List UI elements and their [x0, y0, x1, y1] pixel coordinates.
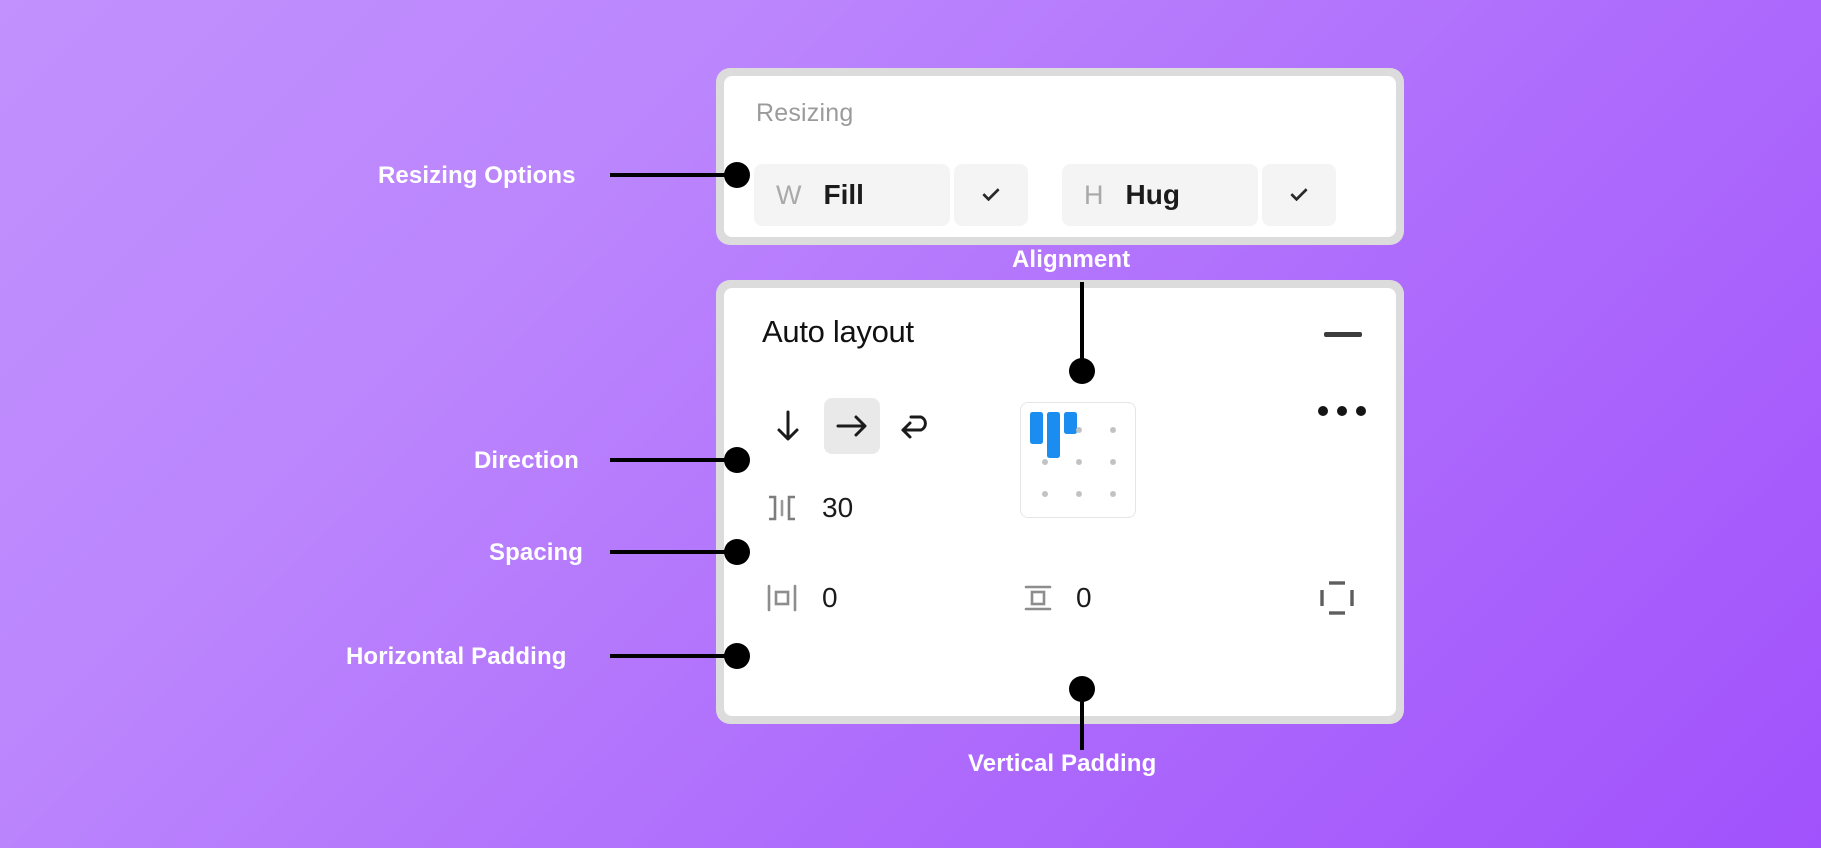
- ellipsis-icon: [1337, 406, 1347, 416]
- annotation-dot-direction: [724, 447, 750, 473]
- spacing-control-row[interactable]: 30: [760, 488, 853, 528]
- individual-padding-button[interactable]: [1314, 576, 1360, 620]
- minus-icon[interactable]: [1324, 332, 1362, 337]
- annotation-dot-spacing: [724, 539, 750, 565]
- spacing-value: 30: [822, 492, 854, 523]
- direction-wrap-button[interactable]: [888, 398, 944, 454]
- direction-horizontal-button[interactable]: [824, 398, 880, 454]
- vertical-padding-value: 0: [1076, 582, 1092, 613]
- wrap-arrow-icon: [901, 415, 927, 439]
- height-control-group: H Hug: [1062, 164, 1336, 226]
- resizing-section-label: Resizing: [756, 99, 854, 127]
- resizing-controls-row: W Fill H Hug: [754, 164, 1336, 226]
- annotation-label-resizing-options: Resizing Options: [378, 162, 576, 189]
- chevron-down-icon: [1290, 183, 1308, 202]
- annotation-label-horizontal-padding: Horizontal Padding: [346, 643, 567, 670]
- annotation-label-alignment: Alignment: [1012, 246, 1131, 273]
- annotation-label-spacing: Spacing: [489, 539, 584, 566]
- height-field[interactable]: H Hug: [1062, 164, 1258, 226]
- vertical-padding-control[interactable]: 0: [1016, 578, 1092, 618]
- height-dropdown-button[interactable]: [1262, 164, 1336, 226]
- direction-control-row: [760, 398, 944, 454]
- alignment-dot[interactable]: [1042, 491, 1048, 497]
- annotation-label-vertical-padding: Vertical Padding: [968, 750, 1157, 777]
- individual-padding-icon: [1320, 581, 1354, 615]
- ellipsis-icon: [1318, 406, 1328, 416]
- annotation-dot-horizontal-padding: [724, 643, 750, 669]
- height-dim-label: H: [1084, 179, 1104, 210]
- width-dim-label: W: [776, 179, 802, 210]
- vertical-padding-icon: [1016, 578, 1060, 618]
- direction-vertical-button[interactable]: [760, 398, 816, 454]
- width-field[interactable]: W Fill: [754, 164, 950, 226]
- annotation-leader-line: [610, 654, 735, 658]
- annotation-dot-resizing-options: [724, 162, 750, 188]
- annotation-leader-line: [610, 550, 735, 554]
- width-dropdown-button[interactable]: [954, 164, 1028, 226]
- resizing-panel: Resizing W Fill H Hug: [716, 68, 1404, 245]
- horizontal-padding-icon: [760, 578, 804, 618]
- horizontal-padding-value: 0: [822, 582, 838, 613]
- alignment-grid-widget[interactable]: [1020, 402, 1136, 518]
- annotation-leader-line: [610, 458, 735, 462]
- annotation-leader-line: [1080, 690, 1084, 750]
- more-options-button[interactable]: [1318, 406, 1366, 416]
- arrow-right-icon: [836, 415, 867, 437]
- chevron-down-icon: [982, 183, 1000, 202]
- horizontal-padding-control[interactable]: 0: [760, 578, 838, 618]
- alignment-dot[interactable]: [1076, 427, 1082, 433]
- annotation-leader-line: [610, 173, 735, 177]
- alignment-dot[interactable]: [1110, 459, 1116, 465]
- alignment-bar: [1064, 412, 1077, 434]
- height-value: Hug: [1125, 179, 1180, 210]
- arrow-down-icon: [777, 410, 799, 441]
- alignment-dot[interactable]: [1110, 491, 1116, 497]
- annotation-leader-line: [1080, 282, 1084, 366]
- alignment-dot[interactable]: [1076, 459, 1082, 465]
- alignment-dot[interactable]: [1110, 427, 1116, 433]
- alignment-dot[interactable]: [1076, 491, 1082, 497]
- alignment-dot[interactable]: [1042, 459, 1048, 465]
- alignment-bar: [1030, 412, 1043, 444]
- panel-title: Auto layout: [762, 314, 914, 349]
- annotation-label-direction: Direction: [474, 447, 579, 474]
- ellipsis-icon: [1356, 406, 1366, 416]
- width-control-group: W Fill: [754, 164, 1028, 226]
- gap-spacing-icon: [760, 488, 804, 528]
- width-value: Fill: [823, 179, 864, 210]
- alignment-bar: [1047, 412, 1060, 458]
- resizing-panel-inner: Resizing W Fill H Hug: [724, 76, 1396, 237]
- annotation-dot-alignment: [1069, 358, 1095, 384]
